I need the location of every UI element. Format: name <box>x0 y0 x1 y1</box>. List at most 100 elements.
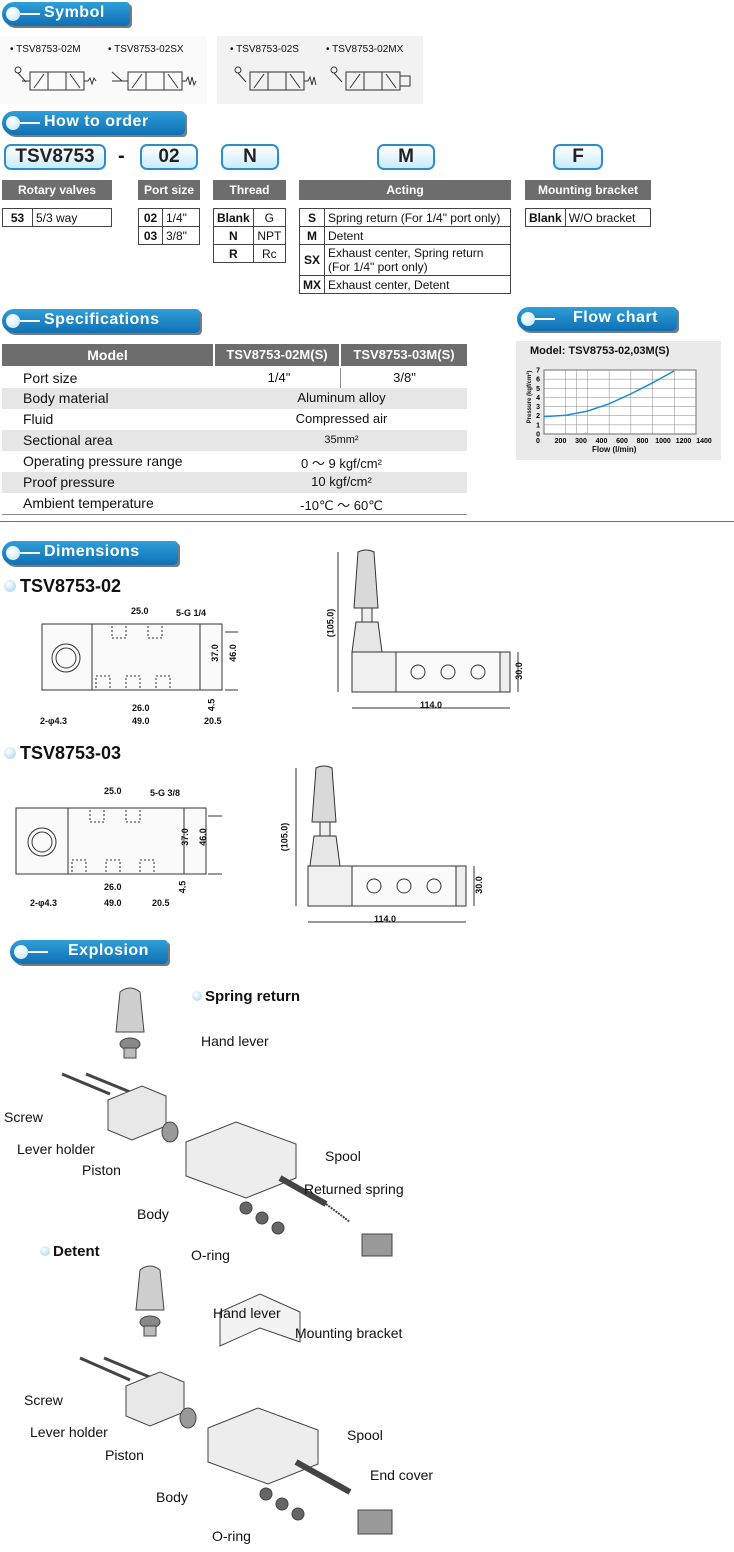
section-divider <box>0 521 734 522</box>
port-header: Port size <box>138 180 200 200</box>
code-series: TSV8753 <box>4 144 106 170</box>
dim-label: 49.0 <box>104 898 122 908</box>
dim-label: 37.0 <box>209 644 220 662</box>
symbol-panel-right <box>217 36 423 104</box>
chart-ylabel: Pressure (kgf/cm²) <box>527 370 533 424</box>
column-divider <box>340 368 341 388</box>
symbol-label: TSV8753-02S <box>236 44 299 55</box>
chart-x-tick-label: 600 <box>616 438 628 445</box>
code-separator: - <box>118 145 125 167</box>
symbol-label: TSV8753-02M <box>16 44 81 55</box>
dim-label: 114.0 <box>374 914 397 924</box>
dim-label: 46.0 <box>197 828 208 846</box>
dim-label: 26.0 <box>104 882 122 892</box>
label-returned-spring: Returned spring <box>304 1181 404 1197</box>
how-to-order-banner: How to order <box>2 111 185 135</box>
thread-header: Thread <box>213 180 286 200</box>
code-bracket: F <box>553 144 603 170</box>
spec-row: Ambient temperature-10℃ ～ 60℃ <box>23 495 383 513</box>
dim-label: 25.0 <box>104 786 122 796</box>
code-port: 02 <box>140 144 198 170</box>
valve-symbol-icon <box>14 66 97 91</box>
spec-header-model: Model <box>2 344 213 366</box>
bullet-icon <box>14 945 28 959</box>
label-mounting-bracket: Mounting bracket <box>295 1325 403 1341</box>
chart-x-tick-label: 1200 <box>676 438 692 445</box>
detent-title: Detent <box>40 1243 100 1260</box>
chart-y-tick-label: 4 <box>536 395 540 402</box>
label-lever-holder: Lever holder <box>17 1141 95 1157</box>
bullet-icon <box>6 7 20 21</box>
dim-label: (105.0) <box>325 608 336 638</box>
dimensions-banner: Dimensions <box>2 541 178 565</box>
dim-label: (105.0) <box>279 822 290 852</box>
label-oring: O-ring <box>212 1528 251 1544</box>
side-view-drawing-02 <box>337 549 519 709</box>
symbol-title: Symbol <box>44 4 105 21</box>
chart-y-tick-label: 7 <box>536 368 540 375</box>
chart-y-tick-label: 2 <box>536 413 540 420</box>
flow-chart-title: Flow chart <box>573 309 659 326</box>
exploded-view-spring-return <box>61 987 393 1257</box>
chart-y-tick-label: 1 <box>536 422 540 429</box>
spec-header-03: TSV8753-03M(S) <box>341 344 467 366</box>
symbol-label: TSV8753-02SX <box>114 44 184 55</box>
bullet-icon <box>6 546 20 560</box>
chart-x-tick-label: 200 <box>555 438 567 445</box>
dim-label: 25.0 <box>131 606 149 616</box>
label-end-cover: End cover <box>370 1467 434 1483</box>
bullet-icon <box>40 1246 50 1256</box>
specifications-title: Specifications <box>44 311 160 328</box>
dim-label: 2-φ4.3 <box>40 716 67 726</box>
symbol-banner: Symbol <box>2 2 130 26</box>
flow-chart-banner: Flow chart <box>517 307 677 331</box>
dim-label: 5-G 1/4 <box>176 608 207 618</box>
spec-header-02: TSV8753-02M(S) <box>215 344 339 366</box>
explosion-title: Explosion <box>68 942 149 959</box>
code-acting: M <box>377 144 435 170</box>
chart-y-tick-label: 3 <box>536 404 540 411</box>
chart-x-tick-label: 800 <box>637 438 649 445</box>
specifications-banner: Specifications <box>2 309 200 333</box>
rotary-header: Rotary valves <box>2 180 112 200</box>
chart-x-tick-label: 400 <box>596 438 608 445</box>
bullet-icon <box>6 314 20 328</box>
dim-label: 2-φ4.3 <box>30 898 57 908</box>
chart-y-tick-label: 5 <box>536 386 540 393</box>
bullet-icon <box>4 580 16 592</box>
chart-series-line <box>543 370 675 418</box>
dim-label: 30.0 <box>473 876 484 894</box>
symbol-label: TSV8753-02MX <box>332 44 404 55</box>
label-lever-holder: Lever holder <box>30 1424 108 1440</box>
valve-symbol-icon <box>330 66 411 91</box>
valve-symbol-icon <box>234 66 317 91</box>
label-spool: Spool <box>347 1427 383 1443</box>
chart-x-tick-label: 0 <box>536 438 540 445</box>
dim-label: 30.0 <box>513 662 524 680</box>
spring-return-title: Spring return <box>192 988 300 1005</box>
dim-label: 49.0 <box>132 716 150 726</box>
label-piston: Piston <box>82 1162 121 1178</box>
acting-header: Acting <box>299 180 511 200</box>
label-spool: Spool <box>325 1148 361 1164</box>
label-hand-lever: Hand lever <box>201 1033 269 1049</box>
code-thread: N <box>221 144 279 170</box>
side-view-drawing-03 <box>295 765 475 923</box>
label-body: Body <box>137 1206 169 1222</box>
dim-label: 5-G 3/8 <box>150 788 181 798</box>
chart-xlabel: Flow (l/min) <box>592 445 637 454</box>
bullet-icon <box>521 312 535 326</box>
